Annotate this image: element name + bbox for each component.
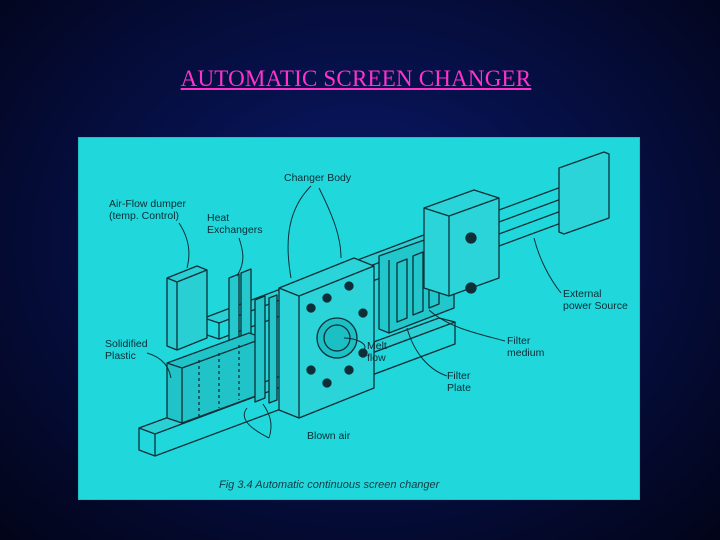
figure-caption: Fig 3.4 Automatic continuous screen chan…	[219, 479, 440, 491]
label-air-flow-damper: Air-Flow dumper (temp. Control)	[109, 198, 187, 222]
label-external-power-source: External power Source	[563, 288, 628, 312]
end-block	[423, 189, 500, 297]
external-power-rods	[498, 151, 610, 247]
diagram-drawing	[138, 151, 610, 457]
label-solidified-plastic: Solidified Plastic	[105, 338, 148, 362]
label-blown-air: Blown air	[307, 430, 351, 442]
blown-air-nozzles	[254, 294, 278, 404]
label-melt-flow: Melt flow	[367, 340, 387, 364]
changer-body	[278, 257, 375, 419]
label-filter-medium: Filter medium	[507, 335, 545, 359]
label-filter-plate: Filter Plate	[447, 370, 471, 394]
screen-changer-diagram: Changer Body Air-Flow dumper (temp. Cont…	[78, 137, 640, 500]
label-heat-exchangers: Heat Exchangers	[207, 212, 263, 236]
solidified-plastic-block	[166, 332, 265, 424]
page-title: AUTOMATIC SCREEN CHANGER	[180, 66, 532, 91]
heat-exchangers	[228, 268, 252, 343]
label-changer-body: Changer Body	[284, 172, 352, 184]
